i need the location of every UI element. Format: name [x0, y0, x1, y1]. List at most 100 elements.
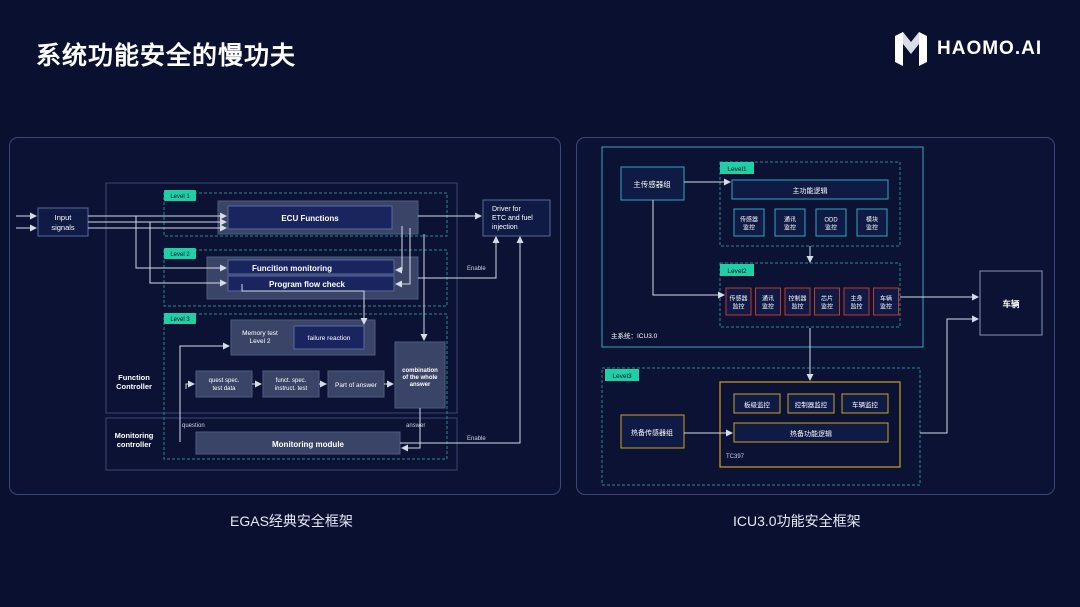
function-controller-label-1: Function [118, 373, 150, 382]
vehicle-label: 车辆 [1002, 299, 1020, 309]
hot-standby-logic-box [733, 422, 889, 443]
vehicle-box [979, 270, 1043, 336]
icu-caption: ICU3.0功能安全框架 [733, 513, 861, 529]
level2-monitor-label-2-0: 控制器 [788, 295, 806, 303]
funct-spec-box [262, 370, 320, 398]
page-title: 系统功能安全的慢功夫 [36, 41, 297, 70]
quest-spec-label-1: quest spec. [209, 378, 240, 384]
combination-label-2: of the whole [403, 375, 439, 381]
level2-monitor-label-2-1: 监控 [791, 303, 803, 311]
icu-level3-region [601, 367, 921, 486]
tc397-label: TC397 [726, 454, 745, 460]
level2-monitor-box-5 [873, 287, 899, 316]
level1-monitor-box-0 [733, 208, 765, 237]
driver-etc-label-2: ETC and fuel [492, 215, 533, 222]
level1-tag: Level 1 [164, 190, 196, 201]
main-sensor-box [620, 166, 685, 201]
question-label: question [182, 423, 205, 429]
funct-spec-label-1: funct. spec. [276, 378, 307, 384]
level3-monitor-box-1 [787, 393, 835, 414]
level1-monitor-label-3-1: 监控 [866, 224, 878, 232]
main-system-container [601, 146, 924, 348]
level1-monitor-box-1 [774, 208, 806, 237]
level3-monitor-label-2: 车辆监控 [852, 400, 879, 409]
answer-label: answer [406, 423, 425, 429]
icu-level2-tag [720, 264, 754, 276]
level1-monitor-label-0-0: 传感器 [740, 216, 758, 224]
svg-text:Level 2: Level 2 [170, 252, 190, 258]
icu-diagram: 主系统：ICU3.0 主传感器组 Level1 主功能逻辑 传感器监控通讯监控O… [601, 146, 1043, 486]
level2-monitor-box-2 [784, 287, 811, 316]
egas-caption: EGAS经典安全框架 [230, 513, 353, 529]
program-flow-check-label: Program flow check [269, 280, 346, 289]
level2-monitor-label-4-1: 监控 [850, 303, 862, 311]
function-controller-container [105, 182, 458, 414]
main-logic-box [731, 179, 889, 200]
level1-region [163, 192, 448, 237]
level2-monitor-label-5-0: 车辆 [880, 295, 892, 303]
svg-text:Level2: Level2 [727, 268, 747, 275]
hot-standby-sensor-label: 热备传感器组 [631, 428, 673, 437]
ecu-functions-box [227, 205, 393, 230]
svg-text:Level1: Level1 [727, 166, 747, 173]
level2-monitor-box-1 [755, 287, 781, 316]
level2-monitor-box-0 [725, 287, 752, 316]
input-signals-box [37, 207, 89, 237]
level1-monitor-box-3 [856, 208, 888, 237]
quest-spec-label-2: test data [212, 386, 236, 392]
enable-top-label: Enable [467, 266, 486, 272]
icu-level3-tag [605, 369, 639, 381]
function-monitoring-box [227, 259, 395, 275]
svg-text:Level3: Level3 [612, 373, 632, 380]
level2-monitor-label-1-1: 监控 [762, 303, 774, 311]
level3-monitor-label-0: 板级监控 [744, 400, 771, 409]
function-monitoring-label: Funcition monitoring [252, 264, 332, 273]
quest-spec-box [195, 370, 253, 398]
combination-label-3: answer [410, 382, 431, 388]
logo-text: HAOMO.AI [937, 38, 1043, 59]
failure-reaction-label: failure reaction [308, 335, 351, 342]
level3-tag: Level 3 [164, 313, 196, 324]
combination-label-1: combination [402, 368, 438, 374]
level2-tag: Level 2 [164, 248, 196, 259]
main-system-label: 主系统：ICU3.0 [611, 331, 658, 340]
function-controller-label-2: Controller [116, 382, 152, 391]
level1-monitor-label-1-0: 通讯 [784, 216, 796, 224]
memory-test-label-1: Memory test [242, 330, 278, 337]
level1-monitor-label-2-1: 监控 [825, 224, 837, 232]
level2-monitor-label-3-0: 芯片 [821, 295, 833, 303]
driver-etc-label-3: injection [492, 224, 518, 231]
tc397-container [719, 381, 901, 468]
level2-monitor-label-1-0: 通讯 [762, 295, 774, 303]
icu-level1-tag [720, 162, 754, 174]
haomo-logo-icon [895, 32, 927, 66]
enable-bottom-label: Enable [467, 436, 486, 442]
input-signals-label-2: signals [51, 223, 75, 232]
hot-standby-logic-label: 热备功能逻辑 [790, 429, 832, 438]
level2-monitor-box-4 [843, 287, 870, 316]
icu-level1-region [719, 161, 901, 247]
svg-text:Level 3: Level 3 [170, 317, 190, 323]
level3-monitor-box-0 [733, 393, 781, 414]
combination-box [394, 341, 446, 409]
level2-monitor-label-0-0: 传感器 [729, 295, 747, 303]
level3-region [163, 313, 448, 460]
monitoring-controller-label-1: Monitoring [115, 431, 154, 440]
svg-text:Level 1: Level 1 [170, 194, 190, 200]
level1-monitor-label-1-1: 监控 [784, 224, 796, 232]
main-sensor-label: 主传感器组 [633, 179, 671, 189]
egas-diagram: Level 1 Level 2 Level 3 Input signals EC… [16, 182, 551, 471]
hot-standby-sensor-box [620, 414, 685, 449]
monitoring-module-label: Monitoring module [272, 440, 345, 449]
level1-monitor-label-0-1: 监控 [743, 224, 755, 232]
level2-monitor-label-5-1: 监控 [880, 303, 892, 311]
level2-monitor-label-0-1: 监控 [732, 303, 744, 311]
ecu-functions-label: ECU Functions [281, 214, 339, 223]
part-of-answer-label: Part of answer [335, 382, 378, 389]
level1-monitor-label-2-0: ODD [824, 218, 838, 224]
level1-monitor-box-2 [815, 208, 847, 237]
part-of-answer-box [327, 370, 385, 398]
egas-diagram-panel: Level 1 Level 2 Level 3 Input signals EC… [9, 137, 561, 495]
failure-reaction-box [293, 325, 365, 350]
level2-monitor-label-3-1: 监控 [821, 303, 833, 311]
